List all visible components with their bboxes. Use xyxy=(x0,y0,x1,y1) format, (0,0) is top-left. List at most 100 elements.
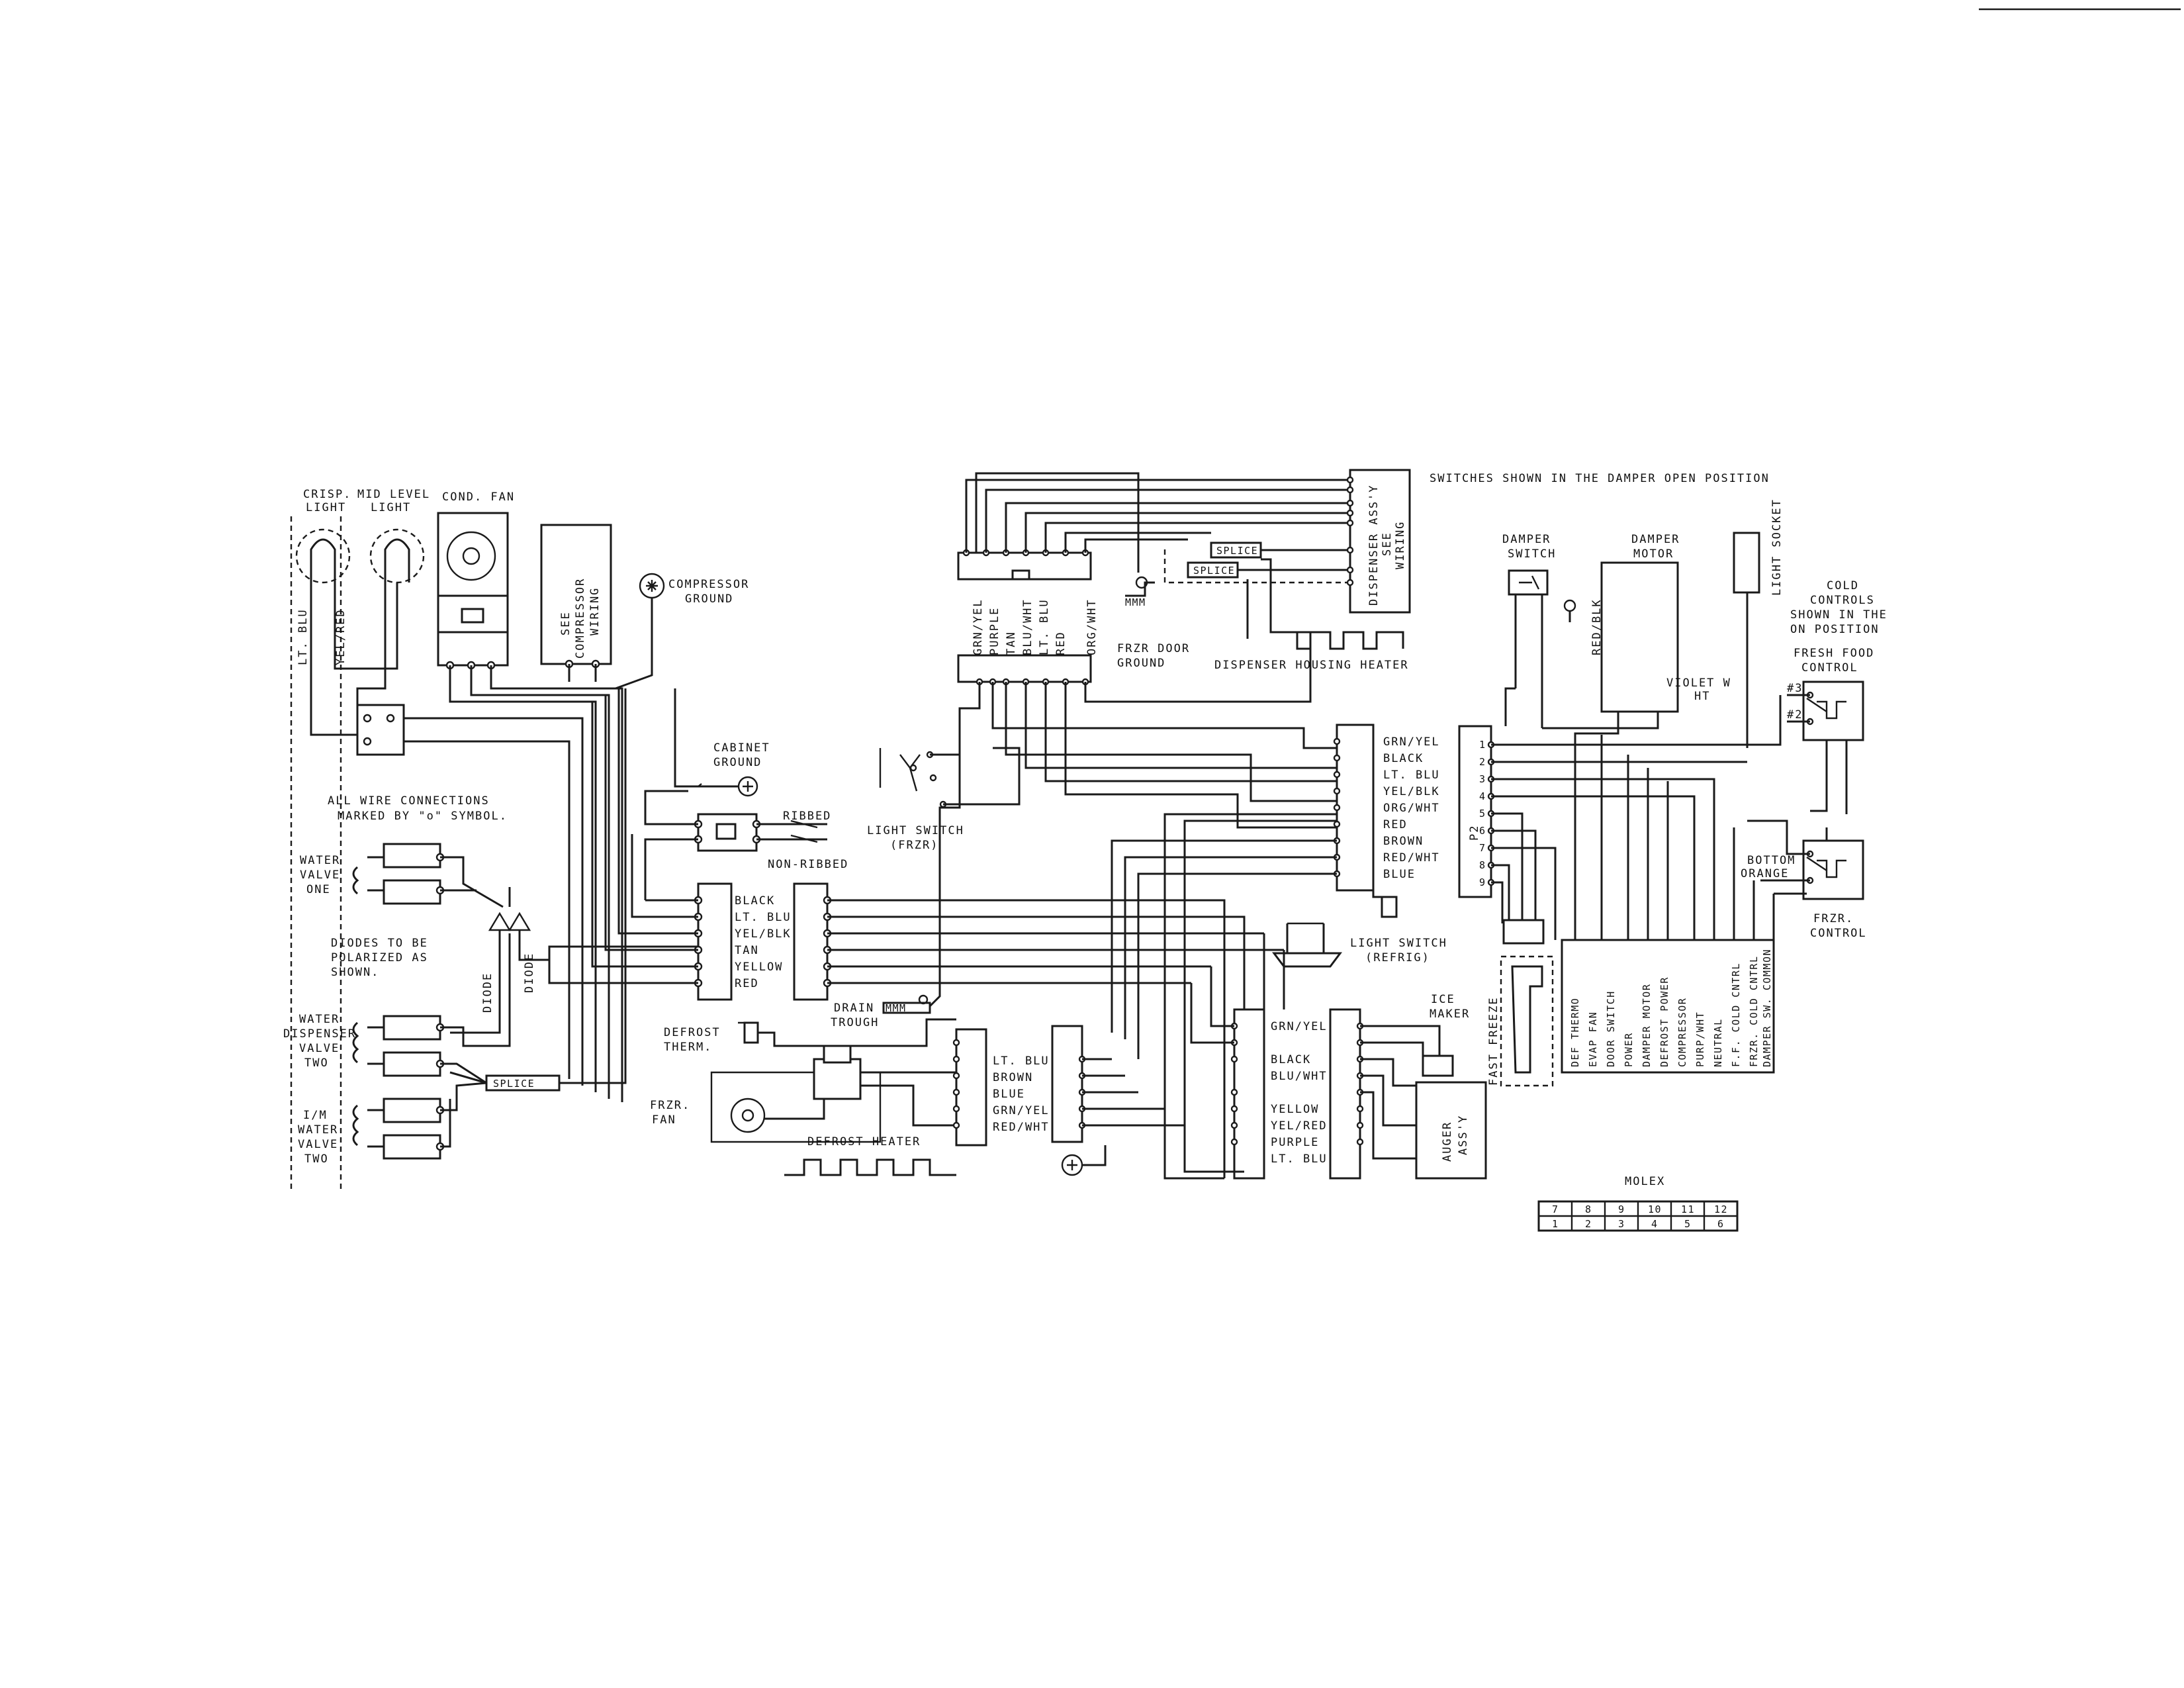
damper-switch xyxy=(1508,569,1576,728)
svg-text:COMPRESSOR: COMPRESSOR xyxy=(574,578,587,659)
fan-conn-label-4: RED/WHT xyxy=(993,1121,1050,1134)
cabinet-ground-label: CABINET xyxy=(713,741,770,755)
cold-controls-label-3: SHOWN IN THE xyxy=(1790,608,1888,622)
fan-connector xyxy=(952,1028,987,1147)
molex-title: MOLEX xyxy=(1625,1175,1665,1188)
water-valve-one-label-3: ONE xyxy=(306,883,331,896)
right-9pin-connector xyxy=(1111,724,1375,1132)
water-valve-one-label: WATER xyxy=(300,854,340,867)
p2-wiring xyxy=(1487,687,1807,940)
p2-pin-7: 7 xyxy=(1479,842,1486,854)
cond-fan: COND. FAN xyxy=(437,491,514,670)
ice-maker-label: ICE xyxy=(1431,993,1455,1006)
svg-text:LIGHT: LIGHT xyxy=(371,501,411,514)
molex-bottom-4: 5 xyxy=(1684,1218,1692,1230)
splice-top-1: SPLICE xyxy=(1216,545,1258,557)
wire-label-yel-red: YEL/RED xyxy=(334,608,347,665)
water-dispenser-valve-label-4: TWO xyxy=(304,1056,329,1070)
p2-pin-4: 4 xyxy=(1479,790,1486,802)
frzr-control xyxy=(1747,820,1864,900)
top-wire-purple: PURPLE xyxy=(988,607,1001,655)
right-conn-label-0: GRN/YEL xyxy=(1383,735,1440,749)
right-conn-label-6: BROWN xyxy=(1383,835,1424,848)
molex-top-3: 10 xyxy=(1648,1203,1662,1215)
fn-neutral: NEUTRAL xyxy=(1712,1018,1724,1067)
auger-assy: AUGER ASS'Y xyxy=(1415,1081,1487,1180)
defrost-heater-element xyxy=(784,1158,956,1176)
water-dispenser-valve xyxy=(352,933,511,1084)
drain-trough: MMM xyxy=(882,986,941,1014)
ice-conn-label-4: YEL/RED xyxy=(1271,1119,1328,1133)
violet-wht-label-2: HT xyxy=(1694,690,1710,703)
svg-text:ASS'Y: ASS'Y xyxy=(1457,1115,1470,1155)
ribbed-label: RIBBED xyxy=(783,810,831,823)
left-conn-label-1: LT. BLU xyxy=(735,911,792,924)
left-conn-label-4: YELLOW xyxy=(735,961,783,974)
molex-bottom-3: 4 xyxy=(1651,1218,1659,1230)
top-wire-blu-wht: BLU/WHT xyxy=(1021,598,1034,655)
fan-conn-label-1: BROWN xyxy=(993,1071,1033,1084)
top-wire-red: RED xyxy=(1054,631,1068,655)
molex-top-2: 9 xyxy=(1618,1203,1625,1215)
right-conn-label-4: ORG/WHT xyxy=(1383,802,1440,815)
splice-top-2: SPLICE xyxy=(1193,565,1235,577)
crisp-light: CRISP. LIGHT xyxy=(295,488,350,584)
damper-switch-label-2: SWITCH xyxy=(1508,547,1556,561)
molex-bottom-0: 1 xyxy=(1552,1218,1559,1230)
all-wire-connections-note: ALL WIRE CONNECTIONS xyxy=(328,794,490,808)
molex-bottom-5: 6 xyxy=(1717,1218,1725,1230)
svg-text:MID LEVEL: MID LEVEL xyxy=(357,488,430,501)
red-blk-label: RED/BLK xyxy=(1590,598,1604,655)
im-water-valve-label-2: WATER xyxy=(298,1123,338,1137)
wire-label-lt-blu: LT. BLU xyxy=(296,608,310,665)
diodes-note-3: SHOWN. xyxy=(331,966,379,979)
light-switch-frzr-label: LIGHT SWITCH xyxy=(867,824,964,837)
right-conn-label-5: RED xyxy=(1383,818,1408,831)
light-socket-label: LIGHT SOCKET xyxy=(1770,498,1784,596)
cold-controls-label-2: CONTROLS xyxy=(1810,594,1875,607)
im-water-valve-label-3: VALVE xyxy=(298,1138,338,1151)
frzr-fan-label: FRZR. xyxy=(650,1099,690,1112)
all-wire-connections-note-2: MARKED BY "o" SYMBOL. xyxy=(338,810,508,823)
fn-defrost-power: DEFROST POWER xyxy=(1659,976,1670,1067)
svg-text:MMM: MMM xyxy=(886,1002,907,1014)
ice-conn-label-1: BLACK xyxy=(1271,1053,1311,1066)
svg-text:SEE: SEE xyxy=(1381,532,1394,556)
p2-connector: P2 xyxy=(1458,725,1492,898)
compressor-ground-label: COMPRESSOR xyxy=(668,578,749,591)
water-dispenser-valve-label: WATER xyxy=(299,1013,340,1026)
dispenser-assy-box: DISPENSER ASS'Y SEE WIRING xyxy=(1346,469,1411,614)
im-water-valve xyxy=(352,1082,487,1160)
svg-text:SPLICE: SPLICE xyxy=(493,1078,535,1090)
fn-frzr-cold-cntrl: FRZR. COLD CNTRL xyxy=(1748,956,1760,1068)
right-conn-label-1: BLACK xyxy=(1383,752,1424,765)
ice-conn-label-5: PURPLE xyxy=(1271,1136,1319,1149)
fn-compressor: COMPRESSOR xyxy=(1676,998,1688,1067)
fn-power: POWER xyxy=(1623,1032,1635,1067)
cabinet-ground-label-2: GROUND xyxy=(713,756,762,769)
function-block xyxy=(1561,939,1775,1074)
switches-note: SWITCHES SHOWN IN THE DAMPER OPEN POSITI… xyxy=(1430,472,1770,485)
p2-pin-5: 5 xyxy=(1479,808,1486,820)
defrost-therm-label-2: THERM. xyxy=(664,1041,712,1054)
frzr-control-label-2: CONTROL xyxy=(1810,927,1867,940)
water-dispenser-valve-label-2: DISPENSER xyxy=(283,1027,356,1041)
ice-maker-block xyxy=(1329,1008,1454,1180)
left-main-connector xyxy=(548,688,1284,1178)
svg-text:AUGER: AUGER xyxy=(1441,1121,1454,1162)
center-ground-icon xyxy=(1061,1145,1107,1176)
svg-text:P2: P2 xyxy=(1468,825,1481,841)
molex-top-5: 12 xyxy=(1714,1203,1728,1215)
fresh-food-control-label-2: CONTROL xyxy=(1801,661,1858,675)
water-valve-one-label-2: VALVE xyxy=(300,868,340,882)
non-ribbed-label: NON-RIBBED xyxy=(768,858,848,871)
molex-bottom-1: 2 xyxy=(1585,1218,1592,1230)
molex-top-1: 8 xyxy=(1585,1203,1592,1215)
p2-pin-3: 3 xyxy=(1479,773,1486,785)
light-socket xyxy=(1733,532,1760,748)
left-conn-label-2: YEL/BLK xyxy=(735,927,792,941)
molex-bottom-2: 3 xyxy=(1618,1218,1625,1230)
ice-conn-label-0: GRN/YEL xyxy=(1271,1020,1328,1033)
frzr-door-ground-label-2: GROUND xyxy=(1117,657,1165,670)
